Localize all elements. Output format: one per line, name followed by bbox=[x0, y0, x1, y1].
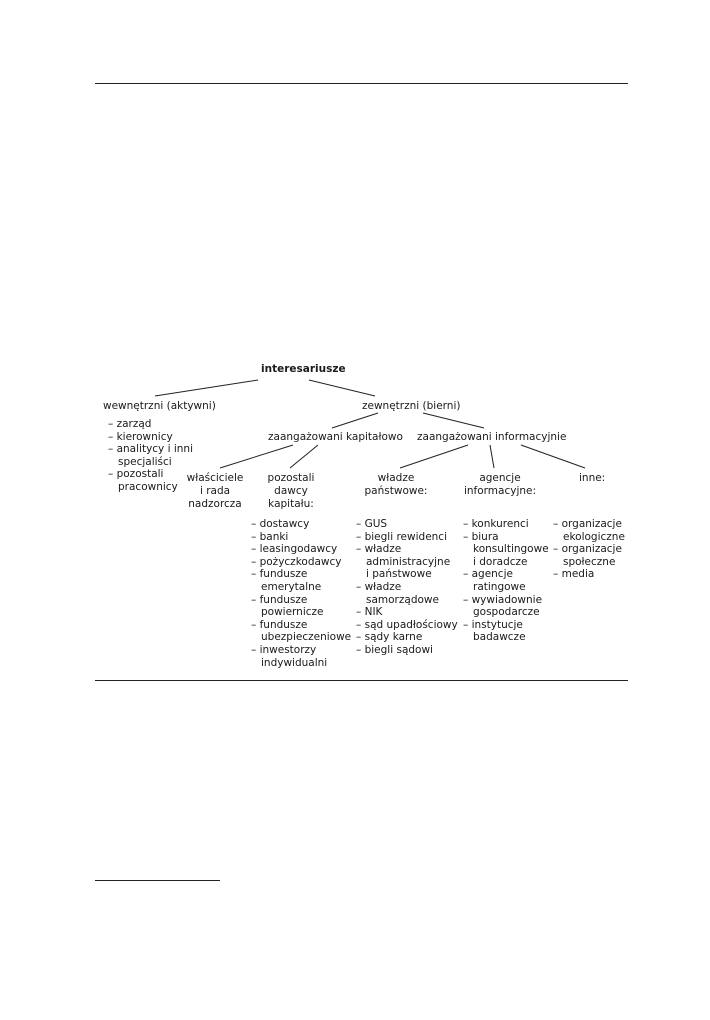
connector-root-external bbox=[308, 379, 376, 397]
connector-external-information bbox=[422, 412, 485, 429]
others-list: organizacje ekologiczne organizacje społ… bbox=[553, 518, 625, 581]
top-rule bbox=[95, 83, 628, 84]
bottom-rule bbox=[95, 680, 628, 681]
list-item: sąd upadłościowy bbox=[356, 619, 458, 632]
list-item: biegli rewidenci bbox=[356, 531, 458, 544]
other-capital-list: dostawcy banki leasingodawcy pożyczkodaw… bbox=[251, 518, 352, 669]
other-capital-node: pozostali dawcy kapitału: bbox=[267, 472, 315, 510]
list-item: biegli sądowi bbox=[356, 644, 458, 657]
list-item: władze samorządowe bbox=[356, 581, 458, 606]
connector-root-internal bbox=[154, 379, 259, 397]
list-item: instytucje badawcze bbox=[463, 619, 549, 644]
list-item: wywiadownie gospodarcze bbox=[463, 594, 549, 619]
list-item: fundusze powiernicze bbox=[251, 594, 351, 619]
external-node: zewnętrzni (bierni) bbox=[362, 400, 461, 412]
internal-node: wewnętrzni (aktywni) bbox=[103, 400, 216, 412]
list-item: inwestorzy indywidualni bbox=[251, 644, 351, 669]
list-item: banki bbox=[251, 531, 351, 544]
list-item: analitycy i inni specjaliści bbox=[108, 443, 193, 468]
connector-info-agencies bbox=[489, 444, 495, 469]
list-item: władze administracyjne i państwowe bbox=[356, 543, 458, 581]
list-item: pozostali pracownicy bbox=[108, 468, 193, 493]
internal-list: zarząd kierownicy analitycy i inni specj… bbox=[108, 418, 193, 494]
list-item: media bbox=[553, 568, 625, 581]
connector-info-others bbox=[520, 444, 586, 469]
info-agencies-list: konkurenci biura konsultingowe i doradcz… bbox=[463, 518, 549, 644]
footnote-rule bbox=[95, 880, 220, 881]
list-item: leasingodawcy bbox=[251, 543, 351, 556]
state-authorities-node: władze państwowe: bbox=[364, 472, 428, 497]
information-node: zaangażowani informacyjnie bbox=[417, 431, 567, 443]
state-authorities-list: GUS biegli rewidenci władze administracy… bbox=[356, 518, 458, 657]
list-item: sądy karne bbox=[356, 631, 458, 644]
list-item: fundusze emerytalne bbox=[251, 568, 351, 593]
list-item: organizacje społeczne bbox=[553, 543, 625, 568]
list-item: kierownicy bbox=[108, 431, 193, 444]
list-item: fundusze ubezpieczeniowe bbox=[251, 619, 352, 644]
list-item: pożyczkodawcy bbox=[251, 556, 351, 569]
connector-info-state bbox=[399, 444, 469, 469]
list-item: GUS bbox=[356, 518, 458, 531]
connector-capital-other bbox=[289, 444, 319, 469]
others-node: inne: bbox=[579, 472, 606, 484]
connector-external-capital bbox=[331, 412, 379, 429]
list-item: NIK bbox=[356, 606, 458, 619]
list-item: organizacje ekologiczne bbox=[553, 518, 625, 543]
list-item: konkurenci bbox=[463, 518, 549, 531]
root-node: interesariusze bbox=[261, 363, 346, 375]
list-item: zarząd bbox=[108, 418, 193, 431]
capital-node: zaangażowani kapitałowo bbox=[268, 431, 403, 443]
list-item: agencje ratingowe bbox=[463, 568, 549, 593]
owners-node: właściciele i rada nadzorcza bbox=[186, 472, 244, 510]
list-item: biura konsultingowe i doradcze bbox=[463, 531, 549, 569]
connector-capital-owners bbox=[219, 444, 294, 469]
list-item: dostawcy bbox=[251, 518, 351, 531]
info-agencies-node: agencje informacyjne: bbox=[463, 472, 537, 497]
